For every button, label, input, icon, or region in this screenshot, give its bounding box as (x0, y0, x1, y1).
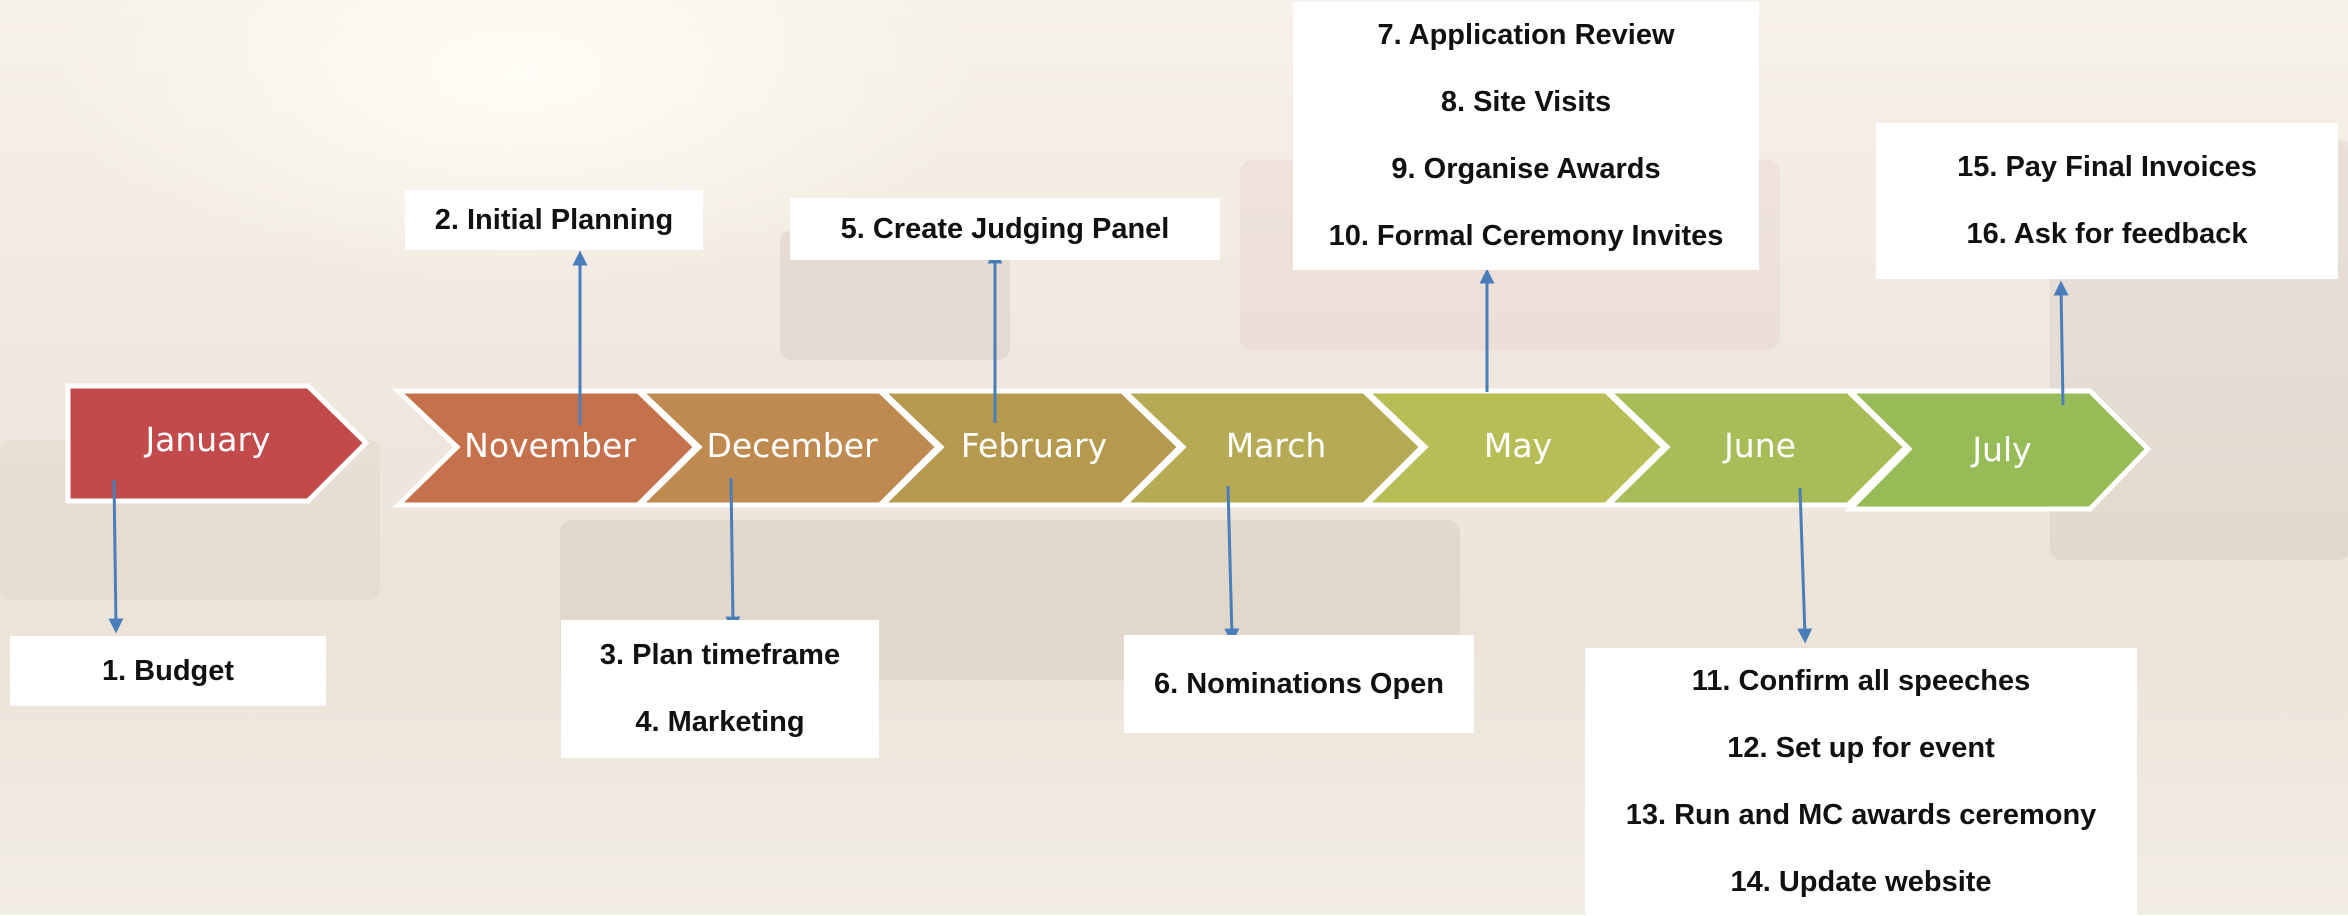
task-label: 6. Nominations Open (1153, 667, 1445, 700)
task-label: 4. Marketing (635, 706, 805, 738)
task-box-june-group: 11. Confirm all speeches 12. Set up for … (1585, 648, 2137, 915)
task-label: 2. Initial Planning (434, 203, 674, 236)
task-label: 9. Organise Awards (1391, 153, 1661, 185)
month-label-january: January (145, 420, 271, 459)
task-label: 15. Pay Final Invoices (1957, 151, 2257, 183)
task-box-initial-planning: 2. Initial Planning (405, 190, 703, 250)
task-label: 12. Set up for event (1727, 731, 1995, 764)
month-label-june: June (1724, 426, 1796, 465)
connector-arrow-plan-timeframe (725, 477, 741, 632)
connector-arrow-july-group (2053, 280, 2069, 406)
month-label-march: March (1225, 426, 1327, 465)
month-label-december: December (706, 426, 878, 465)
task-box-nominations: 6. Nominations Open (1124, 635, 1474, 733)
month-arrow-january (65, 383, 370, 504)
month-label-may: May (1483, 426, 1553, 465)
connector-arrow-june-group (1797, 487, 1813, 644)
task-label: 1. Budget (101, 654, 235, 687)
task-label: 10. Formal Ceremony Invites (1328, 220, 1724, 252)
connector-arrow-budget (108, 479, 124, 634)
task-label: 5. Create Judging Panel (840, 212, 1170, 245)
task-box-may-group: 7. Application Review 8. Site Visits 9. … (1293, 2, 1759, 270)
connector-arrow-nominations (1224, 485, 1240, 644)
month-arrow-july (1843, 388, 2152, 512)
task-label: 14. Update website (1730, 865, 1992, 898)
task-box-budget: 1. Budget (10, 636, 326, 706)
task-label: 8. Site Visits (1440, 86, 1612, 118)
month-label-february: February (960, 426, 1108, 465)
task-label: 7. Application Review (1377, 19, 1675, 51)
task-box-plan-marketing: 3. Plan timeframe 4. Marketing (561, 620, 879, 758)
task-box-july-group: 15. Pay Final Invoices 16. Ask for feedb… (1876, 123, 2338, 279)
task-label: 13. Run and MC awards ceremony (1625, 798, 2097, 831)
month-label-july: July (1972, 430, 2032, 469)
task-label: 16. Ask for feedback (1966, 218, 2248, 250)
task-box-judging-panel: 5. Create Judging Panel (790, 198, 1220, 260)
month-label-november: November (464, 426, 636, 465)
task-label: 3. Plan timeframe (599, 639, 841, 671)
task-label: 11. Confirm all speeches (1691, 664, 2031, 697)
